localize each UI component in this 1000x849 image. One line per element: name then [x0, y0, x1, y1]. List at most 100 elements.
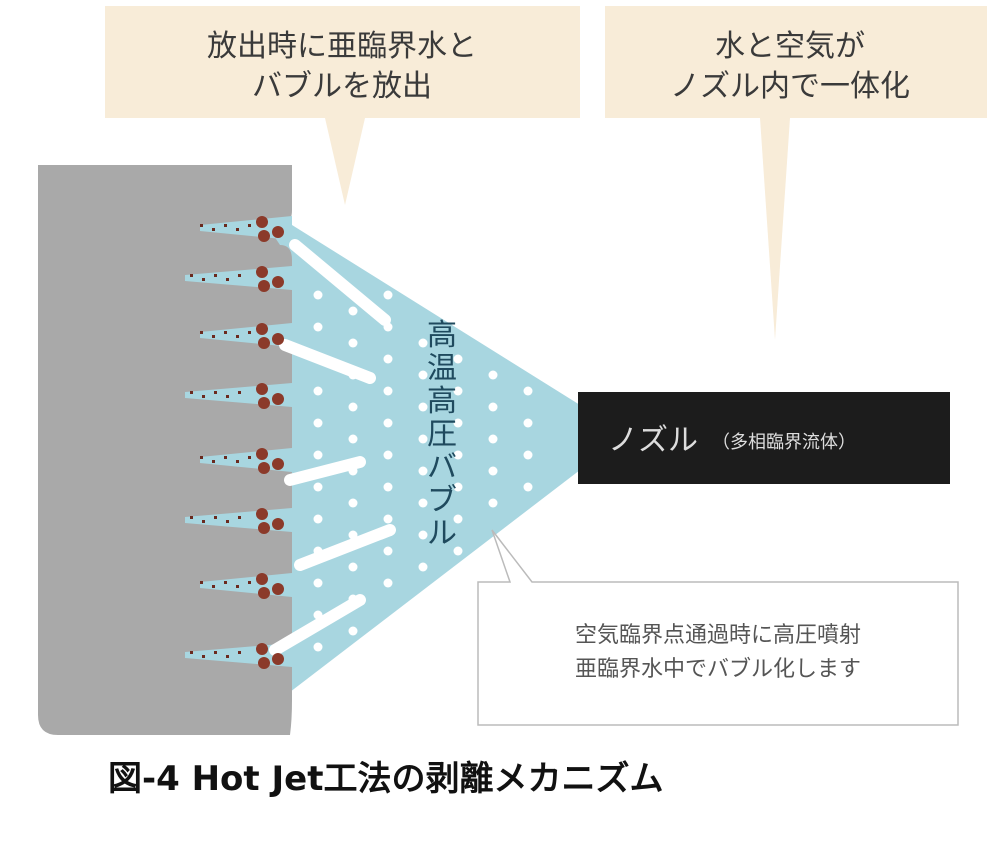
debris-speck	[248, 581, 251, 584]
debris-particle	[272, 583, 284, 595]
bubble-dot	[383, 354, 393, 364]
bubble-dot	[383, 418, 393, 428]
callout-right-line1: 水と空気が	[715, 29, 865, 64]
bubble-dot	[453, 354, 463, 364]
bubble-dot	[383, 482, 393, 492]
debris-particle	[258, 280, 270, 292]
bubble-dot	[488, 466, 498, 476]
bubble-dot	[383, 450, 393, 460]
debris-speck	[214, 651, 217, 654]
debris-speck	[190, 274, 193, 277]
debris-speck	[238, 651, 241, 654]
debris-speck	[236, 585, 239, 588]
bubble-dot	[313, 482, 323, 492]
callout-left-line2: バブルを放出	[252, 69, 432, 104]
debris-speck	[226, 395, 229, 398]
debris-speck	[248, 456, 251, 459]
debris-particle	[258, 230, 270, 242]
bubble-label-char: ブ	[427, 483, 457, 518]
debris-speck	[200, 581, 203, 584]
bubble-dot	[313, 322, 323, 332]
debris-particle	[256, 508, 268, 520]
debris-particle	[272, 518, 284, 530]
bubble-dot	[383, 546, 393, 556]
debris-particle	[256, 573, 268, 585]
bubble-label-char: バ	[427, 450, 457, 485]
debris-speck	[224, 224, 227, 227]
jet-streak	[289, 239, 391, 326]
bubble-dot	[488, 370, 498, 380]
bubble-dot	[453, 482, 463, 492]
bubble-dot	[348, 338, 358, 348]
debris-speck	[238, 274, 241, 277]
jet-streaks	[269, 239, 396, 656]
bubble-dot	[348, 402, 358, 412]
bubble-dot	[488, 402, 498, 412]
debris-particle	[258, 587, 270, 599]
bubble-dot	[348, 434, 358, 444]
debris-particle	[256, 383, 268, 395]
debris-speck	[226, 655, 229, 658]
bubble-dot	[348, 626, 358, 636]
debris-particles	[190, 216, 284, 669]
debris-speck	[224, 331, 227, 334]
bubble-dot	[383, 386, 393, 396]
bubble-dot	[488, 434, 498, 444]
bubble-dot	[348, 306, 358, 316]
debris-speck	[212, 460, 215, 463]
bubble-dot	[313, 514, 323, 524]
debris-particle	[272, 393, 284, 405]
debris-particle	[272, 653, 284, 665]
debris-speck	[200, 224, 203, 227]
bubble-dot	[418, 530, 428, 540]
spray-fan	[260, 205, 580, 715]
jet-streak	[279, 339, 376, 384]
debris-speck	[190, 651, 193, 654]
nozzle: ノズル （多相臨界流体）	[578, 392, 950, 484]
bubble-label-char: 温	[427, 351, 457, 386]
bubble-dot	[383, 290, 393, 300]
note-line1: 空気臨界点通過時に高圧噴射	[575, 623, 861, 648]
debris-speck	[248, 224, 251, 227]
callout-left-line1: 放出時に亜臨界水と	[207, 29, 477, 64]
jet-streak	[294, 524, 396, 571]
bubble-dot	[348, 562, 358, 572]
bubble-dot	[418, 338, 428, 348]
bubble-dot	[418, 402, 428, 412]
debris-particle	[256, 266, 268, 278]
bubble-dot	[313, 386, 323, 396]
bubble-dot	[523, 418, 533, 428]
bubble-dot	[313, 578, 323, 588]
debris-speck	[226, 520, 229, 523]
debris-particle	[256, 323, 268, 335]
debris-speck	[202, 520, 205, 523]
bubble-dot	[523, 386, 533, 396]
bubble-dot	[313, 642, 323, 652]
callout-left: 放出時に亜臨界水と バブルを放出	[105, 6, 580, 205]
debris-speck	[190, 391, 193, 394]
bubble-dot	[523, 482, 533, 492]
debris-speck	[214, 391, 217, 394]
debris-speck	[236, 335, 239, 338]
bubble-dot	[453, 386, 463, 396]
note-callout: 空気臨界点通過時に高圧噴射 亜臨界水中でバブル化します	[477, 529, 959, 726]
bubble-dot	[313, 450, 323, 460]
debris-speck	[226, 278, 229, 281]
debris-speck	[212, 228, 215, 231]
bubble-dot	[418, 434, 428, 444]
debris-particle	[256, 448, 268, 460]
surface-block	[38, 165, 292, 735]
bubble-dot	[418, 562, 428, 572]
callout-right: 水と空気が ノズル内で一体化	[605, 6, 987, 340]
debris-particle	[272, 226, 284, 238]
bubble-label-char: 圧	[427, 417, 457, 452]
debris-speck	[214, 274, 217, 277]
debris-particle	[258, 522, 270, 534]
bubble-dot	[453, 514, 463, 524]
callout-right-line2: ノズル内で一体化	[670, 69, 910, 104]
note-line2: 亜臨界水中でバブル化します	[575, 657, 861, 682]
debris-speck	[200, 331, 203, 334]
